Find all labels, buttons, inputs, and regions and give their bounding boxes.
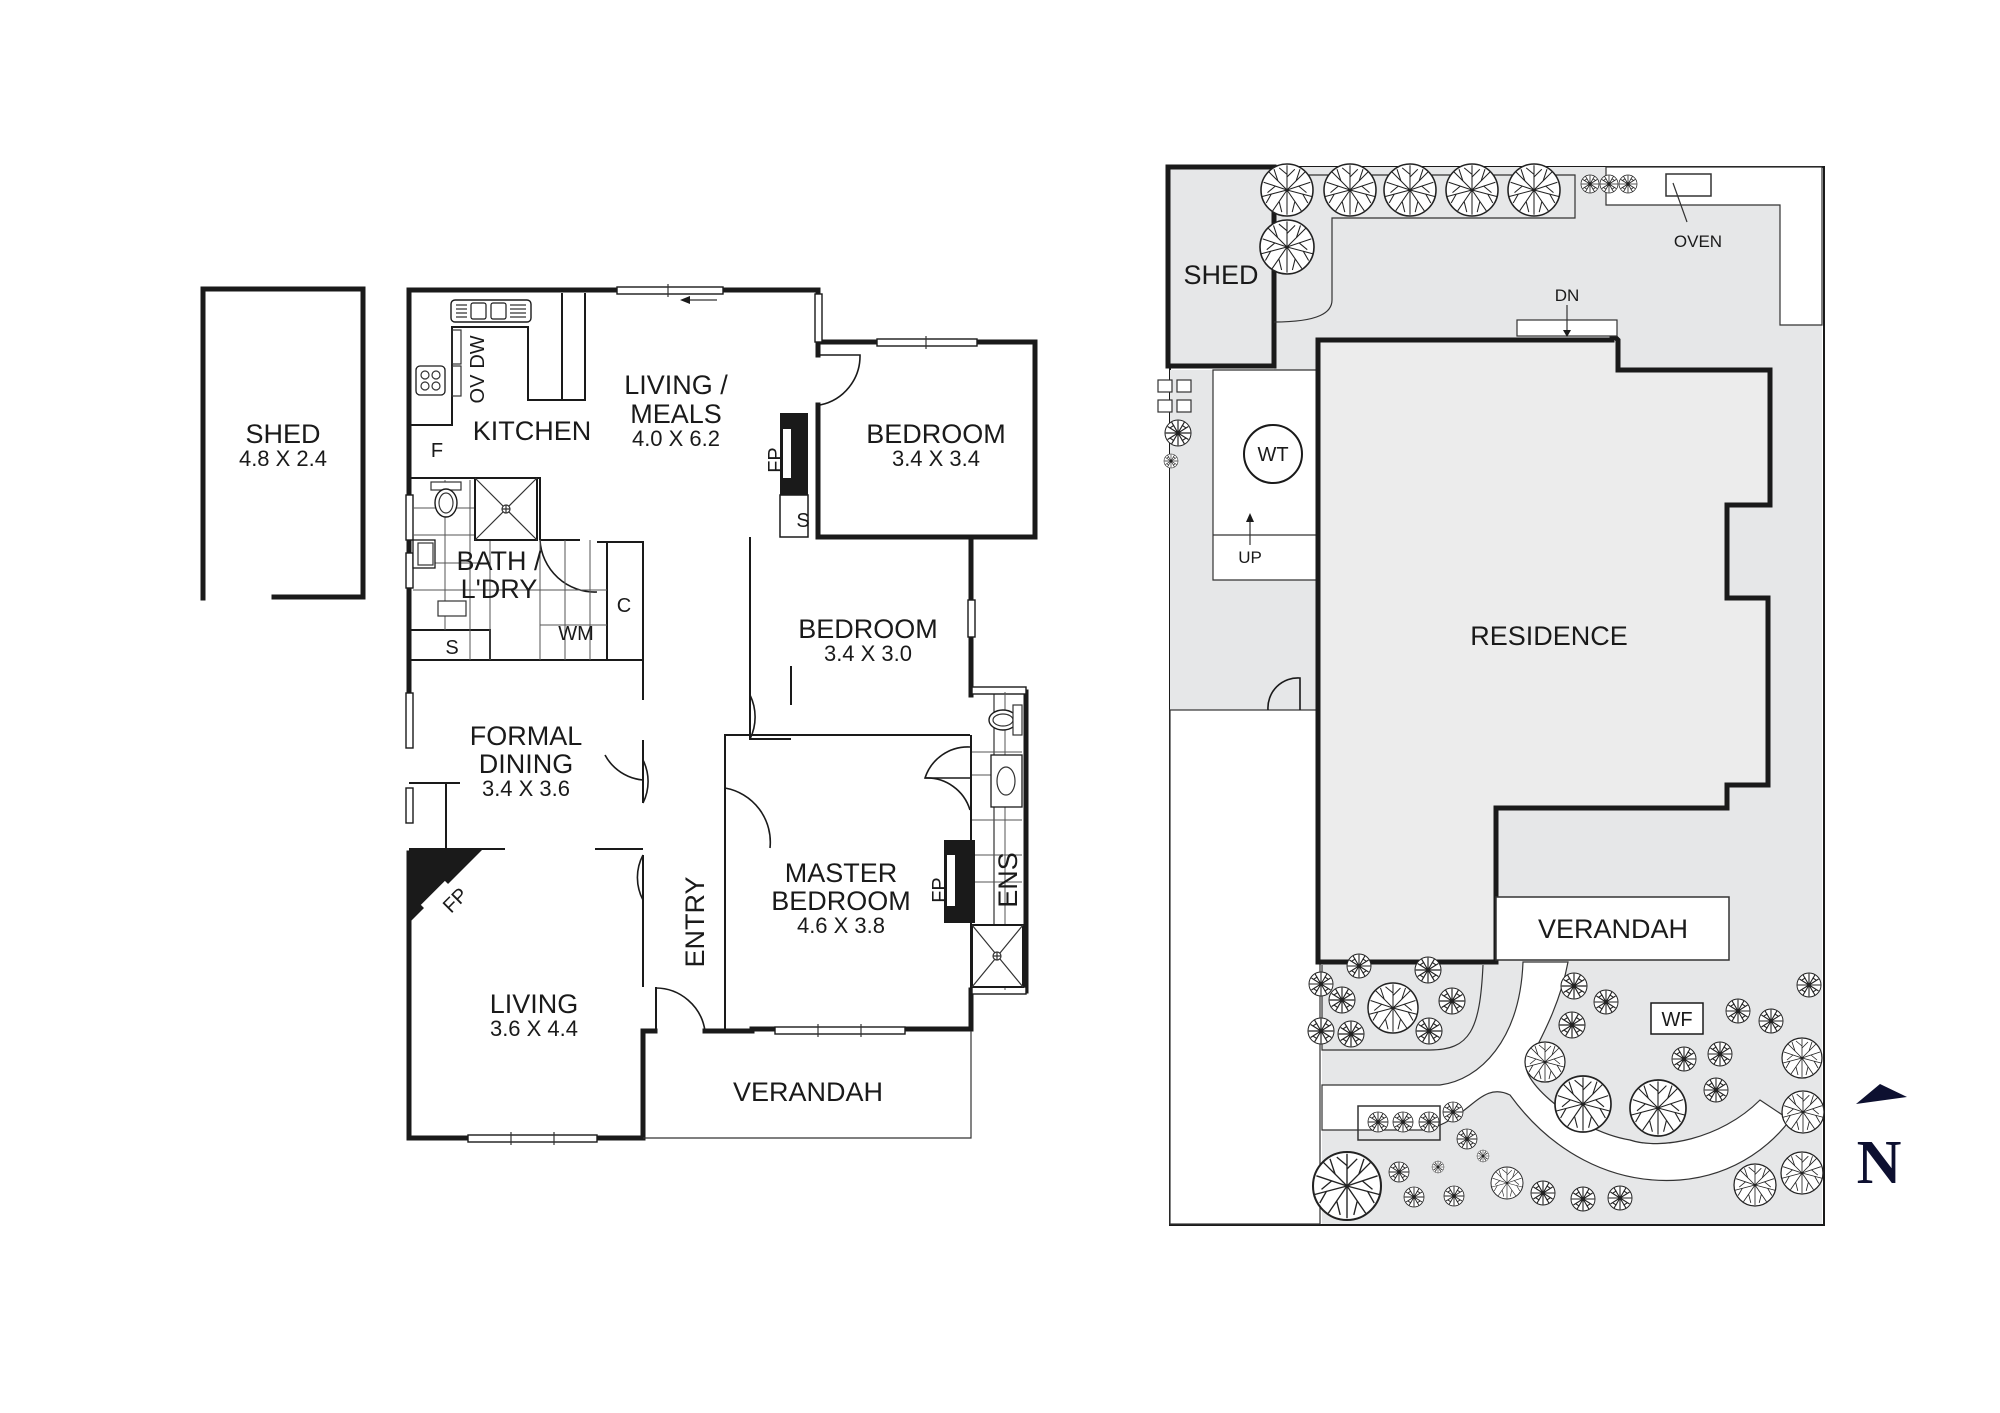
room-label-bath-1: BATH / xyxy=(456,546,542,576)
room-label-bedroom-1: BEDROOM xyxy=(866,419,1006,449)
room-dims-shed: 4.8 X 2.4 xyxy=(239,446,327,471)
site-label-down: DN xyxy=(1555,286,1580,305)
site-oven xyxy=(1665,173,1712,197)
room-label-living: LIVING xyxy=(490,989,579,1019)
room-label-bath-2: L'DRY xyxy=(461,574,538,604)
room-label-formal-dining-1: FORMAL xyxy=(470,721,583,751)
site-shed xyxy=(1165,164,1277,369)
room-dims-master: 4.6 X 3.8 xyxy=(797,913,885,938)
oven-box xyxy=(451,365,462,397)
cooktop-icon xyxy=(415,365,446,396)
fixture-oven: OV xyxy=(467,374,489,404)
bath-fixtures xyxy=(412,477,607,660)
room-dims-bedroom-2: 3.4 X 3.0 xyxy=(824,641,912,666)
room-label-kitchen: KITCHEN xyxy=(473,416,592,446)
dishwasher-box xyxy=(451,329,462,365)
fixture-storage: S xyxy=(445,637,458,659)
floor-plan-labels: SHED 4.8 X 2.4 KITCHEN F OV DW LIVING / … xyxy=(239,335,1023,1107)
room-dims-living-meals: 4.0 X 6.2 xyxy=(632,426,720,451)
site-residence xyxy=(1315,327,1773,965)
fireplace-icon xyxy=(944,840,975,923)
site-plan xyxy=(1157,163,1825,1226)
room-label-entry: ENTRY xyxy=(680,876,710,967)
room-label-formal-dining-2: DINING xyxy=(479,749,574,779)
water-tank xyxy=(1243,424,1303,484)
room-label-bedroom-2: BEDROOM xyxy=(798,614,938,644)
fixture-cupboard: C xyxy=(617,595,631,617)
windows xyxy=(405,284,1027,1145)
fireplace-icon xyxy=(409,850,482,923)
site-label-residence: RESIDENCE xyxy=(1470,621,1628,651)
room-label-living-meals-2: MEALS xyxy=(630,399,722,429)
fixture-fridge: F xyxy=(431,440,443,462)
planter-box xyxy=(1357,1105,1441,1141)
site-label-up: UP xyxy=(1238,548,1262,567)
room-label-master-2: BEDROOM xyxy=(771,886,911,916)
ensuite-fixtures xyxy=(971,692,1024,990)
site-label-shed: SHED xyxy=(1183,260,1258,290)
room-label-master-1: MASTER xyxy=(785,858,898,888)
room-label-living-meals-1: LIVING / xyxy=(624,370,728,400)
floor-plan xyxy=(200,284,1038,1145)
fireplace-icon xyxy=(779,413,809,538)
site-plan-labels: SHED OVEN DN WT UP RESIDENCE VERANDAH WF xyxy=(1183,232,1722,1031)
water-feature xyxy=(1650,1002,1704,1035)
north-label: N xyxy=(1857,1129,1902,1197)
doors xyxy=(539,354,971,1032)
north-compass: N xyxy=(1856,1084,1907,1197)
room-label-ensuite: ENS xyxy=(993,852,1023,908)
site-label-oven: OVEN xyxy=(1674,232,1722,251)
pavers xyxy=(1157,379,1192,413)
shed-outline xyxy=(200,286,366,601)
fixture-fireplace: FP xyxy=(929,877,951,903)
site-label-water-tank: WT xyxy=(1257,444,1288,466)
room-dims-living: 3.6 X 4.4 xyxy=(490,1016,578,1041)
fixture-dishwasher: DW xyxy=(467,335,489,368)
room-dims-formal-dining: 3.4 X 3.6 xyxy=(482,776,570,801)
room-label-verandah: VERANDAH xyxy=(733,1077,883,1107)
fixture-storage: S xyxy=(796,510,809,532)
site-label-verandah: VERANDAH xyxy=(1538,914,1688,944)
sliding-door-arrow xyxy=(680,296,717,304)
room-dims-bedroom-1: 3.4 X 3.4 xyxy=(892,446,980,471)
room-label-shed: SHED xyxy=(245,419,320,449)
fixture-washing-machine: WM xyxy=(558,623,594,645)
fixture-fireplace: FP xyxy=(765,447,787,473)
kitchen-sink xyxy=(450,299,532,323)
site-label-water-feature: WF xyxy=(1661,1009,1692,1031)
north-arrow-icon xyxy=(1856,1084,1907,1104)
